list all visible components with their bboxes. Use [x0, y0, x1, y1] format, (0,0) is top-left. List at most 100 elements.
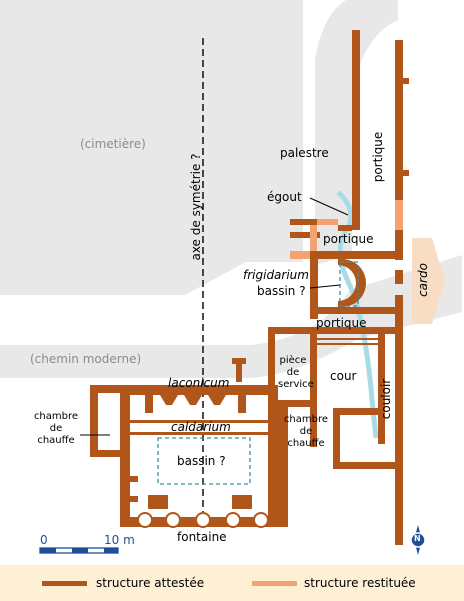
wall [395, 78, 409, 84]
niche [165, 512, 181, 528]
wall [208, 395, 226, 405]
background-zones [0, 0, 462, 378]
scale-ten-label: 10 m [104, 533, 135, 547]
cardo-arrow [412, 238, 445, 324]
wall [333, 408, 340, 468]
restored-walls [290, 200, 403, 259]
wall [145, 395, 153, 413]
legend: structure attestée structure restituée [0, 565, 464, 601]
niche [137, 512, 153, 528]
piece-service-label: pièce de service [278, 355, 314, 390]
fontaine-label: fontaine [177, 530, 227, 544]
caldarium-label: caldarium [171, 420, 231, 434]
couloir-label: couloir [379, 378, 393, 420]
cardo-label: cardo [416, 263, 430, 297]
restored-wall [317, 219, 338, 225]
wall [268, 327, 275, 400]
wall [378, 334, 385, 444]
portique-east-label: portique [371, 131, 385, 183]
chambre-east-label: chambre de chauffe [283, 414, 329, 449]
wall [395, 295, 403, 545]
wall [184, 395, 202, 405]
legend-attested-label: structure attestée [96, 576, 205, 590]
cimetiere-label: (cimetière) [80, 137, 146, 151]
legend-restored-label: structure restituée [304, 576, 416, 590]
wall [120, 385, 278, 395]
wall [130, 432, 268, 435]
wall [90, 385, 98, 455]
wall [236, 364, 242, 382]
wall [395, 230, 403, 260]
wall [120, 385, 130, 527]
chemin-label: (chemin moderne) [30, 352, 142, 366]
wall [268, 400, 317, 407]
frigidarium-leader [309, 284, 341, 289]
laconicum-label: laconicum [168, 376, 230, 390]
wall [90, 450, 120, 457]
north-arrow [410, 525, 426, 555]
wall [90, 385, 130, 393]
attested-walls [90, 30, 409, 545]
wall [128, 496, 138, 502]
bassin-frigidarium-label: bassin ? [257, 284, 306, 298]
wall [278, 400, 288, 527]
wall [310, 307, 403, 314]
scale-bar-segment [72, 548, 88, 553]
wall [290, 219, 320, 225]
frigidarium-label: frigidarium [243, 268, 309, 282]
wall [310, 343, 380, 345]
portique-mid-label: portique [316, 316, 367, 330]
niche [195, 512, 211, 528]
wall [352, 30, 360, 230]
palestre-label: palestre [280, 146, 329, 160]
wall [232, 495, 252, 509]
wall [310, 251, 403, 259]
scale-bar-segment [104, 548, 118, 553]
north-arrow-circle [410, 532, 426, 548]
wall [130, 420, 268, 423]
niche [253, 512, 269, 528]
site-plan [0, 0, 462, 555]
wall [148, 495, 168, 509]
restored-wall [395, 200, 403, 230]
wall [238, 395, 246, 413]
wall [395, 40, 403, 200]
water-channel [336, 190, 379, 439]
egout-leader [309, 197, 349, 216]
south-niches [137, 512, 269, 528]
wall [310, 338, 380, 340]
wall [310, 407, 317, 447]
restored-wall [310, 225, 317, 251]
wall [268, 327, 395, 334]
frigidarium-apse [338, 259, 366, 307]
wall [268, 385, 278, 527]
egout-label: égout [267, 190, 302, 204]
scale-bar [39, 547, 119, 554]
portique-north-label: portique [323, 232, 374, 246]
legend-restored-swatch [252, 581, 297, 586]
cour-label: cour [330, 369, 357, 383]
wall [160, 395, 178, 405]
bassin-caldarium-label: bassin ? [177, 454, 226, 468]
wall [340, 408, 378, 415]
north-label: N [414, 534, 421, 543]
wall [333, 462, 403, 469]
wall [128, 476, 138, 482]
frigidarium-basin-outline [339, 261, 359, 307]
axe-label: axe de symétrie ? [189, 153, 203, 261]
modern-road-zone [0, 255, 462, 378]
legend-attested-swatch [42, 581, 87, 586]
road-upper-arc [315, 0, 398, 265]
wall [310, 334, 317, 406]
wall [290, 232, 320, 238]
scale-zero-label: 0 [40, 533, 48, 547]
wall [395, 170, 409, 176]
scale-bar-segment [40, 548, 56, 553]
caldarium-basin-outline [157, 437, 251, 485]
wall [310, 259, 318, 319]
wall [232, 358, 246, 364]
wall [338, 225, 352, 231]
cemetery-zone [0, 0, 303, 295]
restored-wall [290, 251, 310, 259]
chambre-west-label: chambre de chauffe [33, 411, 79, 446]
